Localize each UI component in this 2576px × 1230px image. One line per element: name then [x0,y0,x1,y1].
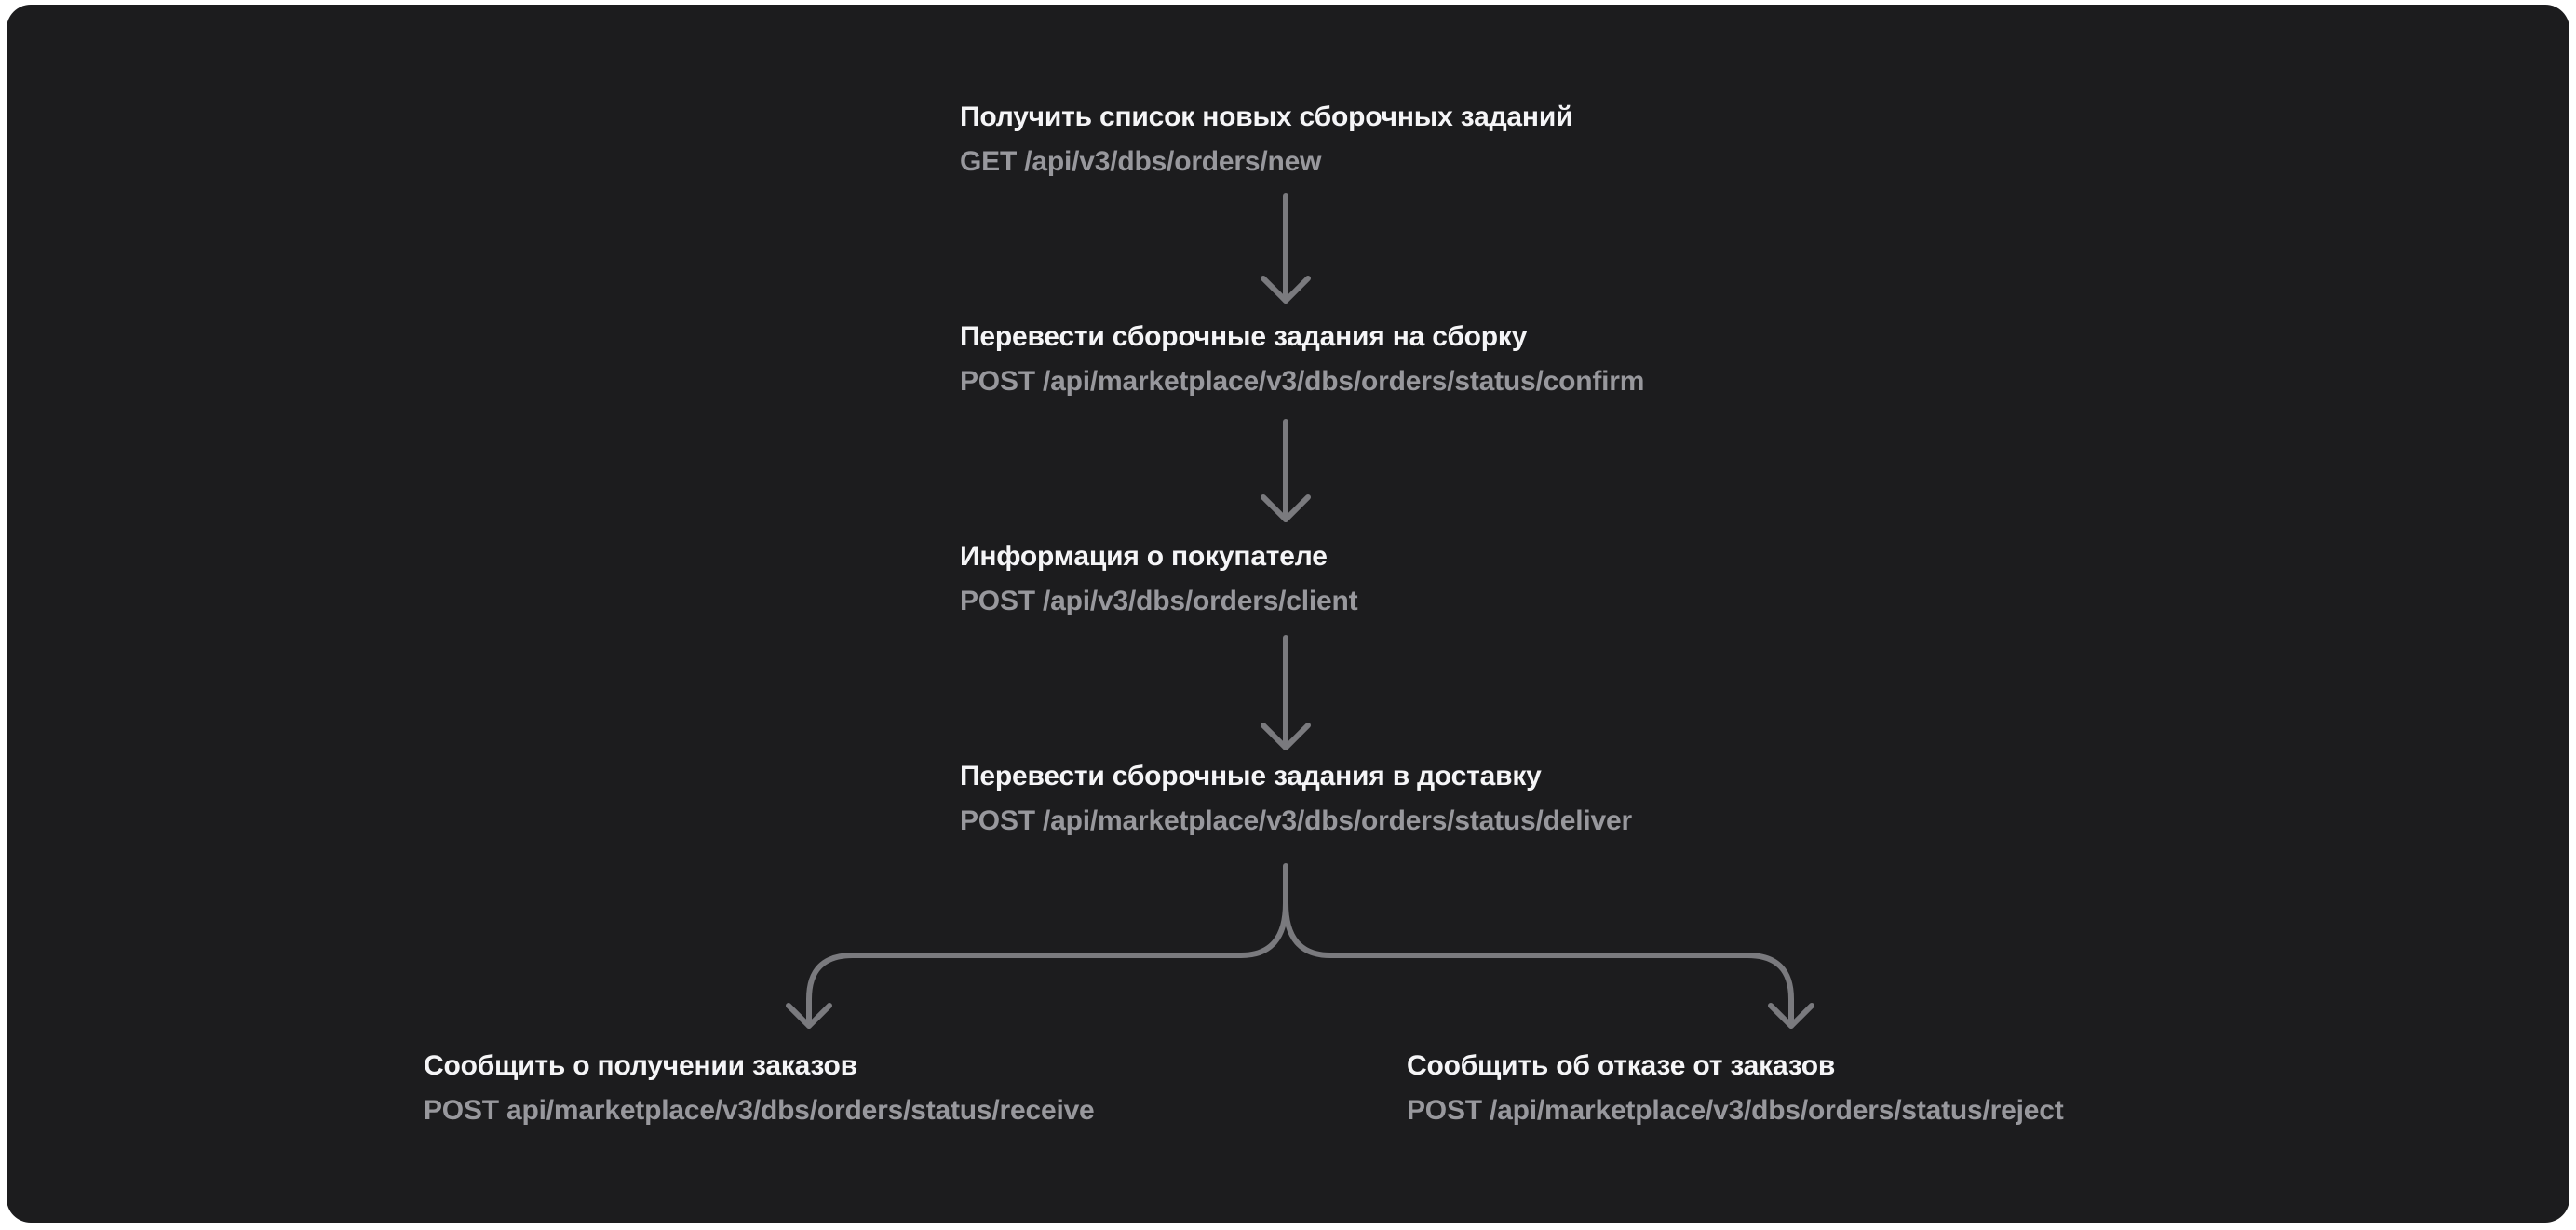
branch-receive-orders: Сообщить о получении заказов POST api/ma… [424,1050,1095,1127]
branch-endpoint: POST api/marketplace/v3/dbs/orders/statu… [424,1095,1095,1126]
step-title: Получить список новых сборочных заданий [960,101,1573,132]
branch-title: Сообщить о получении заказов [424,1050,857,1081]
arrow-step1-to-step2 [1261,193,1311,304]
step-confirm-orders: Перевести сборочные задания на сборку PO… [960,321,1644,398]
step-endpoint: POST /api/marketplace/v3/dbs/orders/stat… [960,805,1632,836]
branch-connector [786,863,1814,1029]
arrow-step2-to-step3 [1261,419,1311,522]
step-endpoint: POST /api/v3/dbs/orders/client [960,586,1358,616]
branch-title: Сообщить об отказе от заказов [1407,1050,1836,1081]
step-title: Перевести сборочные задания в доставку [960,761,1542,791]
step-deliver-orders: Перевести сборочные задания в доставку P… [960,761,1632,837]
step-endpoint: POST /api/marketplace/v3/dbs/orders/stat… [960,366,1645,397]
diagram-canvas: Получить список новых сборочных заданий … [7,5,2569,1223]
step-title: Информация о покупателе [960,541,1328,572]
step-title: Перевести сборочные задания на сборку [960,321,1528,352]
step-endpoint: GET /api/v3/dbs/orders/new [960,146,1322,177]
step-client-info: Информация о покупателе POST /api/v3/dbs… [960,541,1358,617]
branch-reject-orders: Сообщить об отказе от заказов POST /api/… [1407,1050,2064,1127]
arrow-step3-to-step4 [1261,635,1311,750]
step-get-new-orders: Получить список новых сборочных заданий … [960,101,1573,178]
connectors-layer [786,193,1814,1029]
branch-endpoint: POST /api/marketplace/v3/dbs/orders/stat… [1407,1095,2064,1126]
